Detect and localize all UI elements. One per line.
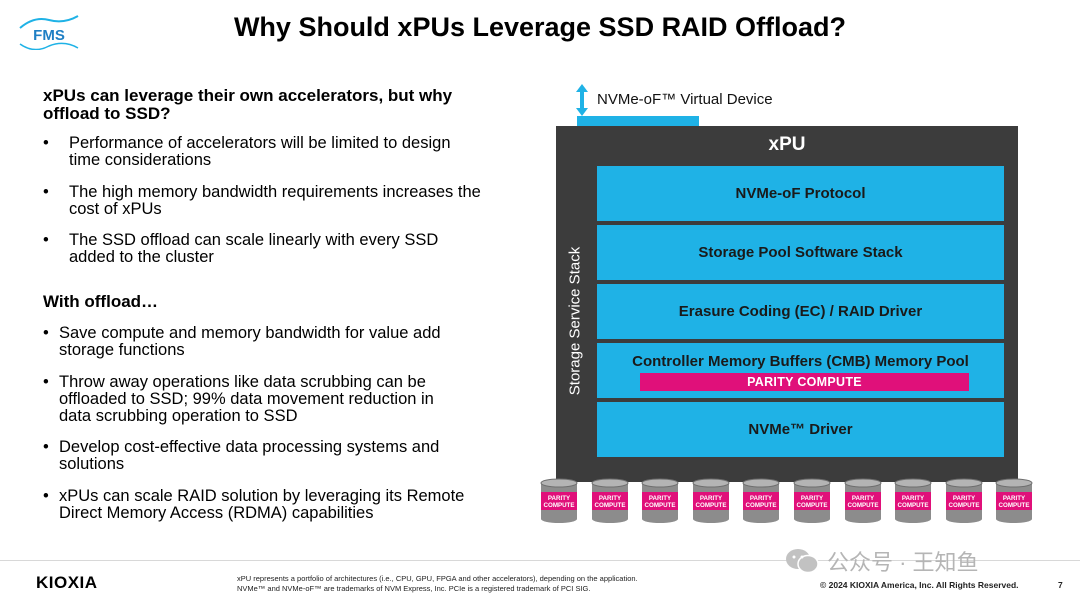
ssd-label: COMPUTE	[847, 502, 878, 509]
ssd-label: COMPUTE	[948, 502, 979, 509]
ssd-label: COMPUTE	[594, 502, 625, 509]
list-item: •Throw away operations like data scrubbi…	[43, 374, 483, 430]
ssd-label: PARITY	[649, 495, 672, 502]
ssd-label: COMPUTE	[898, 502, 929, 509]
section1-heading: xPUs can leverage their own accelerators…	[43, 86, 453, 123]
side-label-text: Storage Service Stack	[566, 246, 584, 396]
ssd-label: PARITY	[953, 495, 976, 502]
watermark-text: 公众号 · 王知鱼	[827, 550, 979, 575]
list-item: •Save compute and memory bandwidth for v…	[43, 325, 483, 365]
ssd-label: COMPUTE	[999, 502, 1030, 509]
svg-text:FMS: FMS	[33, 27, 65, 44]
ssd-label: PARITY	[1003, 495, 1026, 502]
bullet-text: Save compute and memory bandwidth for va…	[59, 324, 441, 359]
xpu-label: xPU	[768, 134, 806, 155]
bullet-text: Develop cost-effective data processing s…	[59, 438, 440, 473]
list-item: •The high memory bandwidth requirements …	[43, 184, 483, 224]
ssd-label: COMPUTE	[746, 502, 777, 509]
ssd-label: PARITY	[700, 495, 723, 502]
page-title: Why Should xPUs Leverage SSD RAID Offloa…	[233, 12, 847, 42]
layer-erasure-coding-raid-driver: Erasure Coding (EC) / RAID Driver	[597, 284, 1004, 339]
ssd-label: PARITY	[851, 495, 874, 502]
list-item: •Performance of accelerators will be lim…	[43, 135, 483, 175]
kioxia-logo: KIOXIA	[36, 573, 98, 592]
layer-nvme-of-protocol: NVMe-oF Protocol	[597, 166, 1004, 221]
ssd-label: COMPUTE	[544, 502, 575, 509]
layer-nvme-driver: NVMe™ Driver	[597, 402, 1004, 457]
ssd-label: PARITY	[750, 495, 773, 502]
ssd-label: COMPUTE	[797, 502, 828, 509]
bullet-text: Throw away operations like data scrubbin…	[59, 373, 434, 425]
bullet-text: xPUs can scale RAID solution by leveragi…	[59, 487, 465, 522]
ssd-label: PARITY	[548, 495, 571, 502]
ssd-label: PARITY	[801, 495, 824, 502]
bullet-text: The high memory bandwidth requirements i…	[69, 183, 481, 218]
section2-heading: With offload…	[43, 292, 159, 311]
ssd-label: COMPUTE	[645, 502, 676, 509]
bidirectional-arrow-icon	[575, 84, 589, 116]
page-number: 7	[1058, 580, 1063, 590]
wechat-icon	[786, 549, 819, 574]
layer-storage-pool-software-stack: Storage Pool Software Stack	[597, 225, 1004, 280]
storage-service-stack-label: Storage Service Stack	[560, 206, 590, 436]
virtual-device-label: NVMe-oF™ Virtual Device	[597, 91, 773, 108]
list-item: •xPUs can scale RAID solution by leverag…	[43, 488, 483, 528]
list-item: •The SSD offload can scale linearly with…	[43, 232, 483, 272]
parity-compute-bar: PARITY COMPUTE	[640, 373, 969, 391]
bullet-text: Performance of accelerators will be limi…	[69, 134, 451, 169]
footer-divider	[0, 560, 1080, 561]
list-item: •Develop cost-effective data processing …	[43, 439, 483, 479]
copyright: © 2024 KIOXIA America, Inc. All Rights R…	[820, 580, 1019, 590]
fms-logo: FMS	[14, 14, 84, 51]
bullet-text: The SSD offload can scale linearly with …	[69, 231, 439, 266]
footnote: NVMe™ and NVMe-oF™ are trademarks of NVM…	[237, 584, 591, 593]
ssd-label: PARITY	[902, 495, 925, 502]
watermark: 公众号 · 王知鱼	[785, 545, 979, 577]
ssd-label: COMPUTE	[695, 502, 726, 509]
ssd-label: PARITY	[598, 495, 621, 502]
virtual-device-bar	[577, 116, 699, 126]
footnote: xPU represents a portfolio of architectu…	[237, 574, 638, 583]
